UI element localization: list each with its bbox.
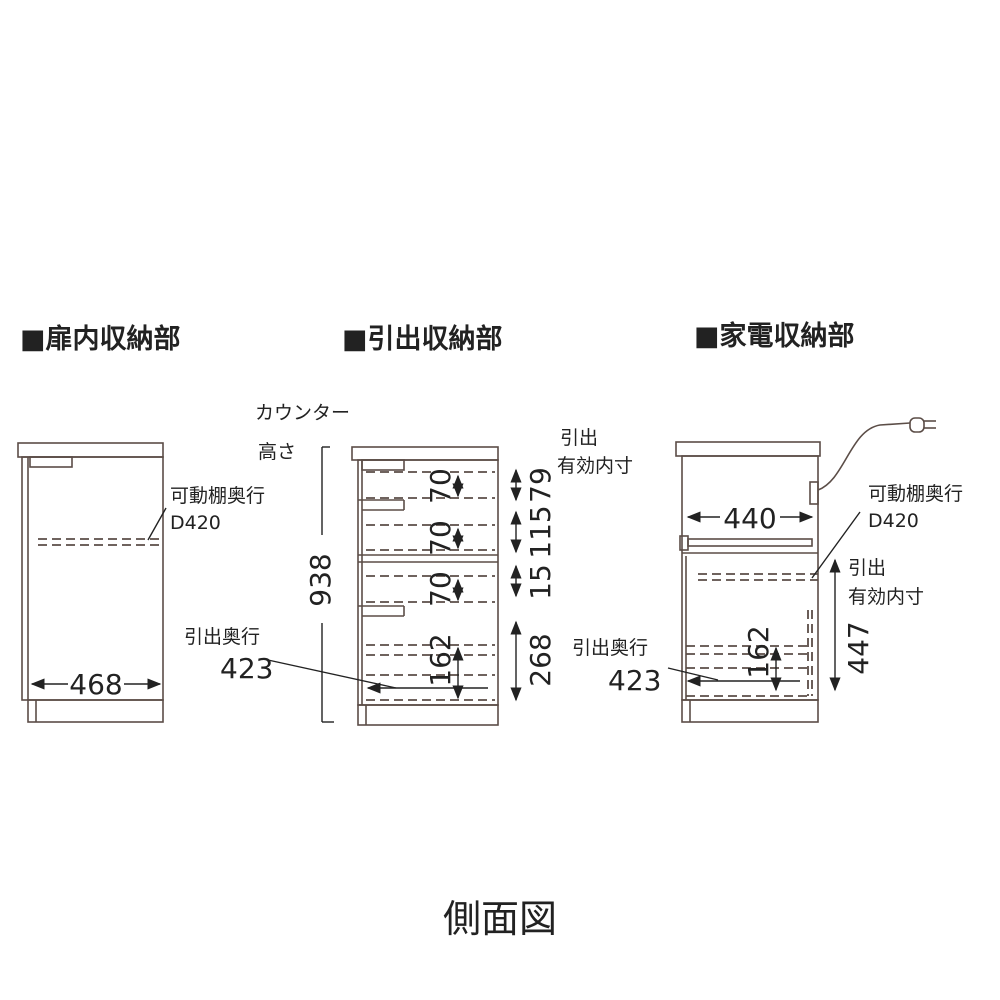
door-cabinet <box>17 442 167 723</box>
appliance-drawer-depth-dim: 423 <box>608 664 661 697</box>
drawer1-inner-dim: 70 <box>424 468 457 504</box>
appliance-inner-height-dim: 447 <box>842 621 875 674</box>
total-height-dim: 938 <box>304 553 337 606</box>
drawer-depth-dim: 423 <box>220 652 273 685</box>
drawer4-inner-dim: 162 <box>424 633 457 686</box>
drawer3-inner-dim: 70 <box>424 571 457 607</box>
pitch-dim-1: 79 <box>524 467 557 503</box>
diagram-caption: 側面図 <box>443 897 557 941</box>
appliance-drawer-inner-dim: 162 <box>742 625 775 678</box>
appliance-width-dim: 440 <box>723 502 776 535</box>
drawer-cabinet <box>267 446 522 726</box>
appliance-drawer-depth-label: 引出奥行 <box>572 637 648 659</box>
pitch-dim-4: 268 <box>524 633 557 686</box>
counter-height-label: 高さ <box>258 441 296 463</box>
pitch-dim-3: 15 <box>524 564 557 600</box>
appliance-shelf-depth: D420 <box>868 510 919 532</box>
door-shelf-label: 可動棚奥行 <box>170 485 265 507</box>
drawer-inner-label-2: 有効内寸 <box>557 455 633 477</box>
appliance-section-title: ■家電収納部 <box>694 320 855 352</box>
drawer2-inner-dim: 70 <box>424 520 457 556</box>
drawer-section-title: ■引出収納部 <box>342 323 503 355</box>
door-section-title: ■扉内収納部 <box>20 323 181 355</box>
appliance-shelf-label: 可動棚奥行 <box>868 483 963 505</box>
pitch-dim-2: 115 <box>524 505 557 558</box>
counter-label: カウンター <box>255 402 350 424</box>
door-shelf-depth: D420 <box>170 512 221 534</box>
appliance-cabinet <box>667 417 936 723</box>
drawer-depth-label: 引出奥行 <box>184 626 260 648</box>
drawer-inner-label: 引出 <box>560 427 598 449</box>
door-width-dim: 468 <box>69 668 122 701</box>
appliance-inner-label-2: 有効内寸 <box>848 586 924 608</box>
appliance-inner-label: 引出 <box>848 557 886 579</box>
